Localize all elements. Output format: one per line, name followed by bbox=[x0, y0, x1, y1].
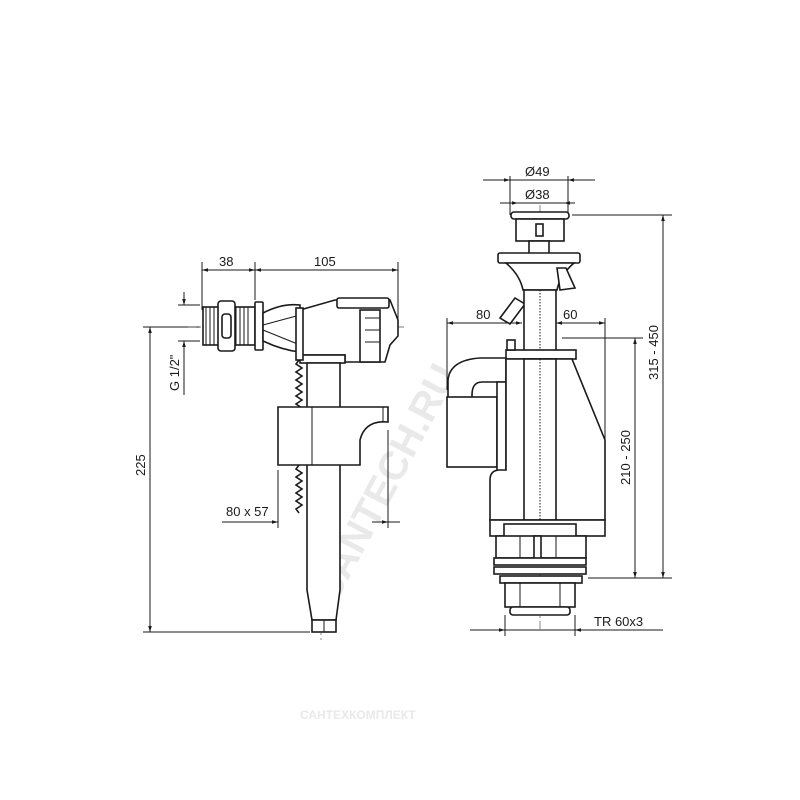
dim-label-38: 38 bbox=[219, 254, 233, 269]
dim-label-thread: TR 60x3 bbox=[594, 614, 643, 629]
dim-label-overflow-height: 210 - 250 bbox=[618, 430, 633, 485]
fill-valve-drawing: 38 105 G 1/2" 225 80 x 57 bbox=[133, 254, 405, 640]
dim-label-button-inner: Ø38 bbox=[525, 187, 550, 202]
dim-label-thread: G 1/2" bbox=[167, 354, 182, 391]
dim-label-105: 105 bbox=[314, 254, 336, 269]
dim-label-button-outer: Ø49 bbox=[525, 164, 550, 179]
dim-label-60: 60 bbox=[563, 307, 577, 322]
dim-label-float: 80 x 57 bbox=[226, 504, 269, 519]
watermark-bottom: САНТЕХКОМПЛЕКТ bbox=[300, 708, 416, 722]
flush-valve-drawing: Ø49 Ø38 80 60 210 - 250 315 - 450 TR 60x… bbox=[446, 164, 672, 636]
dim-label-80: 80 bbox=[476, 307, 490, 322]
dim-label-225: 225 bbox=[133, 454, 148, 476]
dim-label-total-height: 315 - 450 bbox=[646, 325, 661, 380]
